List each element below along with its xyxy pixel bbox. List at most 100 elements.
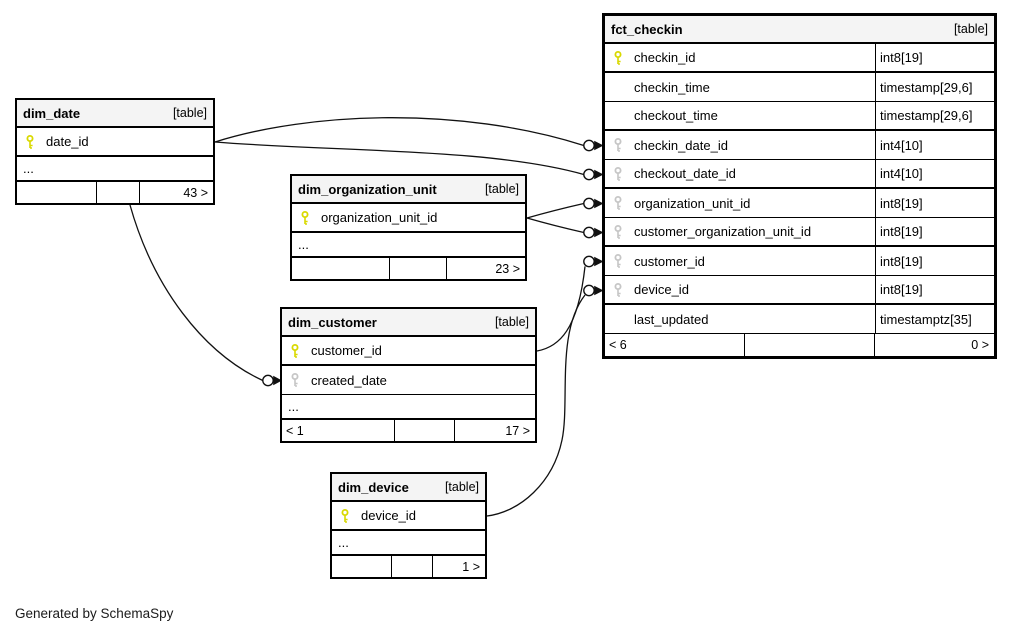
footer-parents-count: < 6 (605, 334, 745, 356)
table-title: fct_checkin (611, 21, 683, 37)
relationship-line-customer-customer (536, 266, 586, 352)
footer-parents-count (332, 556, 392, 577)
footer-parents-count (17, 182, 97, 203)
table-header: dim_date [table] (17, 100, 213, 128)
cardinality-circle (583, 226, 595, 239)
table-dim_device[interactable]: dim_device [table] device_id ... 1 > (330, 472, 487, 579)
footer-children-count: 17 > (505, 423, 530, 438)
column-row: ... (17, 157, 213, 181)
primary-key-icon (339, 508, 352, 523)
column-row: checkout_time timestamp[29,6] (605, 102, 994, 131)
column-row: customer_id (282, 337, 535, 366)
footer-middle (395, 420, 455, 441)
foreign-key-icon (612, 224, 625, 239)
footer-middle (745, 334, 875, 356)
column-row: checkin_date_id int4[10] (605, 131, 994, 160)
column-row: checkin_time timestamp[29,6] (605, 73, 994, 102)
column-name: device_id (361, 508, 416, 523)
column-row: device_id (332, 502, 485, 531)
column-type: timestamptz[35] (875, 305, 994, 333)
arrowhead (594, 140, 604, 151)
table-footer: < 1 17 > (282, 419, 535, 441)
column-name: organization_unit_id (634, 195, 751, 211)
foreign-key-icon (612, 138, 625, 153)
cardinality-circle (262, 374, 274, 387)
column-name: ... (23, 161, 34, 176)
table-title: dim_date (23, 105, 81, 121)
column-type: int8[19] (875, 44, 994, 71)
primary-key-icon (289, 343, 302, 358)
column-type: int8[19] (875, 247, 994, 275)
column-name: ... (288, 399, 299, 414)
column-name: checkout_date_id (634, 166, 736, 181)
column-row: customer_id int8[19] (605, 247, 994, 276)
table-dim_customer[interactable]: dim_customer [table] customer_id created… (280, 307, 537, 443)
table-dim_organization_unit[interactable]: dim_organization_unit [table] organizati… (290, 174, 527, 281)
arrowhead (594, 227, 604, 238)
cardinality-circle (583, 255, 595, 268)
column-type: int8[19] (875, 189, 994, 217)
column-name: customer_organization_unit_id (634, 224, 812, 239)
column-name: device_id (634, 282, 689, 297)
column-name: date_id (46, 134, 89, 149)
column-rows: date_id ... (17, 128, 213, 181)
column-name: customer_id (311, 343, 382, 358)
footer-children-count: 23 > (495, 261, 520, 276)
column-name: organization_unit_id (321, 210, 438, 225)
primary-key-icon (299, 210, 312, 225)
table-header: fct_checkin [table] (605, 16, 994, 44)
table-footer: 43 > (17, 181, 213, 203)
table-footer: < 6 0 > (605, 334, 994, 356)
column-name: last_updated (634, 311, 709, 327)
column-name: checkout_time (634, 108, 718, 123)
column-name: customer_id (634, 253, 705, 269)
table-header: dim_device [table] (332, 474, 485, 502)
column-row: organization_unit_id int8[19] (605, 189, 994, 218)
column-type: timestamp[29,6] (875, 102, 994, 129)
column-type: int8[19] (875, 218, 994, 245)
column-row: checkout_date_id int4[10] (605, 160, 994, 189)
column-row: ... (292, 233, 525, 257)
column-rows: device_id ... (332, 502, 485, 555)
column-name: checkin_time (634, 79, 710, 95)
column-row: ... (282, 395, 535, 419)
arrowhead (594, 256, 604, 267)
table-fct_checkin[interactable]: fct_checkin [table] checkin_id int8[19] … (602, 13, 997, 359)
column-type: int4[10] (875, 131, 994, 159)
cardinality-circle (583, 197, 595, 210)
column-row: date_id (17, 128, 213, 157)
foreign-key-icon (612, 166, 625, 181)
foreign-key-icon (612, 254, 625, 269)
column-name: checkin_id (634, 50, 696, 65)
table-header: dim_customer [table] (282, 309, 535, 337)
foreign-key-icon (289, 373, 302, 388)
footer-parents-count: < 1 (282, 420, 395, 441)
column-row: created_date (282, 366, 535, 395)
column-name: created_date (311, 372, 387, 388)
generator-credit: Generated by SchemaSpy (15, 606, 174, 621)
column-rows: organization_unit_id ... (292, 204, 525, 257)
table-title: dim_device (338, 479, 409, 495)
column-rows: customer_id created_date ... (282, 337, 535, 419)
foreign-key-icon (612, 282, 625, 297)
cardinality-circle (583, 284, 595, 297)
table-footer: 1 > (332, 555, 485, 577)
table-dim_date[interactable]: dim_date [table] date_id ... 43 > (15, 98, 215, 205)
arrowhead (594, 285, 604, 296)
arrowhead (594, 169, 604, 180)
column-name: ... (298, 237, 309, 252)
table-badge: [table] (172, 106, 207, 120)
arrowhead (594, 198, 604, 209)
column-row: customer_organization_unit_id int8[19] (605, 218, 994, 247)
relationship-line-device-device (486, 294, 586, 517)
table-badge: [table] (484, 182, 519, 196)
table-badge: [table] (953, 22, 988, 36)
arrowhead (273, 375, 282, 386)
column-name: checkin_date_id (634, 137, 728, 153)
primary-key-icon (24, 134, 37, 149)
footer-children-count: 1 > (462, 559, 480, 574)
footer-children-count: 43 > (183, 185, 208, 200)
column-rows: checkin_id int8[19] checkin_time timesta… (605, 44, 994, 334)
